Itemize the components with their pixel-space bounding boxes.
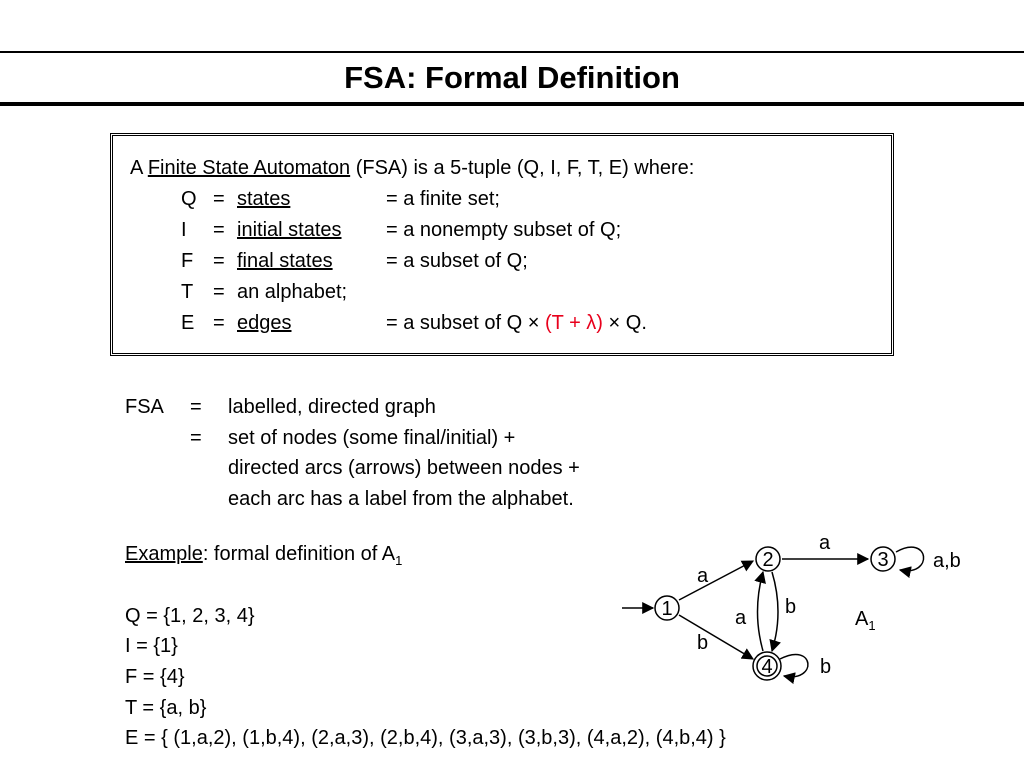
def-desc-initial-states: = a nonempty subset of Q; xyxy=(386,219,622,241)
intro-prefix: A xyxy=(130,157,143,179)
definition-intro: A Finite State Automaton (FSA) is a 5-tu… xyxy=(130,156,694,180)
edge-1-4 xyxy=(678,614,755,660)
def-eq-e: = xyxy=(213,312,225,334)
def-name-states: states xyxy=(237,188,291,210)
edges-desc-red: (T + λ) xyxy=(545,312,603,334)
slide-title: FSA: Formal Definition xyxy=(344,60,680,95)
edge-label-2-4: b xyxy=(785,596,796,618)
title-rule xyxy=(0,102,1024,106)
graph-def-line-1: labelled, directed graph xyxy=(228,396,436,418)
definition-box: A Finite State Automaton (FSA) is a 5-tu… xyxy=(110,133,894,356)
graph-def-eq-1: = xyxy=(190,396,202,418)
edge-label-1-4: b xyxy=(697,632,708,654)
def-symbol-f: F xyxy=(181,250,194,272)
node-label-1: 1 xyxy=(661,598,672,620)
def-eq-i: = xyxy=(213,219,225,241)
edge-label-2-3: a xyxy=(819,532,831,554)
def-eq-q: = xyxy=(213,188,225,210)
loop-3 xyxy=(895,546,925,579)
def-desc-states: = a finite set; xyxy=(386,188,500,210)
graph-def-line-4: each arc has a label from the alphabet. xyxy=(228,488,574,510)
intro-term: Finite State Automaton xyxy=(147,157,351,179)
automaton-diagram: 1 2 3 4 a b a b a a,b b A1 xyxy=(622,532,961,685)
loop-label-4: b xyxy=(820,656,831,678)
node-2 xyxy=(755,546,781,572)
node-label-4: 4 xyxy=(761,656,772,678)
edges-desc-pre: = a subset of Q × xyxy=(386,312,540,334)
edge-1-2 xyxy=(678,560,755,601)
example-heading-rest: : formal definition of A xyxy=(202,543,396,565)
example-heading: Example: formal definition of A1 xyxy=(125,542,402,573)
edge-label-1-2: a xyxy=(697,565,709,587)
example-t: T = {a, b} xyxy=(125,697,207,719)
def-symbol-e: E xyxy=(181,312,195,334)
edge-4-2 xyxy=(754,570,766,652)
def-desc-edges: = a subset of Q × (T + λ) × Q. xyxy=(386,311,647,335)
edge-2-4 xyxy=(769,571,781,653)
def-name-initial-states: initial states xyxy=(237,219,342,241)
example-q: Q = {1, 2, 3, 4} xyxy=(125,605,255,627)
node-4 xyxy=(756,655,778,677)
edges-desc-post: × Q. xyxy=(608,312,647,334)
intro-suffix: (FSA) is a 5-tuple (Q, I, F, T, E) where… xyxy=(355,157,695,179)
loop-label-3: a,b xyxy=(933,550,961,572)
graph-def-line-2: set of nodes (some final/initial) + xyxy=(228,427,516,449)
node-1 xyxy=(654,595,680,621)
node-label-3: 3 xyxy=(877,549,888,571)
loop-4 xyxy=(779,653,809,685)
example-heading-term: Example xyxy=(125,543,203,565)
def-desc-final-states: = a subset of Q; xyxy=(386,250,528,272)
automaton-name-main: A xyxy=(855,608,869,630)
def-symbol-i: I xyxy=(181,219,187,241)
node-label-2: 2 xyxy=(762,549,773,571)
node-3 xyxy=(870,546,896,572)
def-eq-t: = xyxy=(213,281,225,303)
def-symbol-q: Q xyxy=(181,188,197,210)
automaton-name: A1 xyxy=(855,608,876,633)
def-symbol-t: T xyxy=(181,281,194,303)
graph-def-eq-2: = xyxy=(190,427,202,449)
automaton-name-sub: 1 xyxy=(868,618,875,633)
def-eq-f: = xyxy=(213,250,225,272)
example-heading-sub: 1 xyxy=(395,553,403,568)
def-text-alphabet: an alphabet; xyxy=(237,281,348,303)
graph-def-lhs: FSA xyxy=(125,396,164,418)
top-rule xyxy=(0,51,1024,53)
graph-def-line-3: directed arcs (arrows) between nodes + xyxy=(228,457,580,479)
def-name-final-states: final states xyxy=(237,250,333,272)
edge-label-4-2: a xyxy=(735,607,747,629)
example-i: I = {1} xyxy=(125,635,178,657)
example-f: F = {4} xyxy=(125,666,185,688)
def-name-edges: edges xyxy=(237,312,292,334)
example-e: E = { (1,a,2), (1,b,4), (2,a,3), (2,b,4)… xyxy=(125,727,726,749)
